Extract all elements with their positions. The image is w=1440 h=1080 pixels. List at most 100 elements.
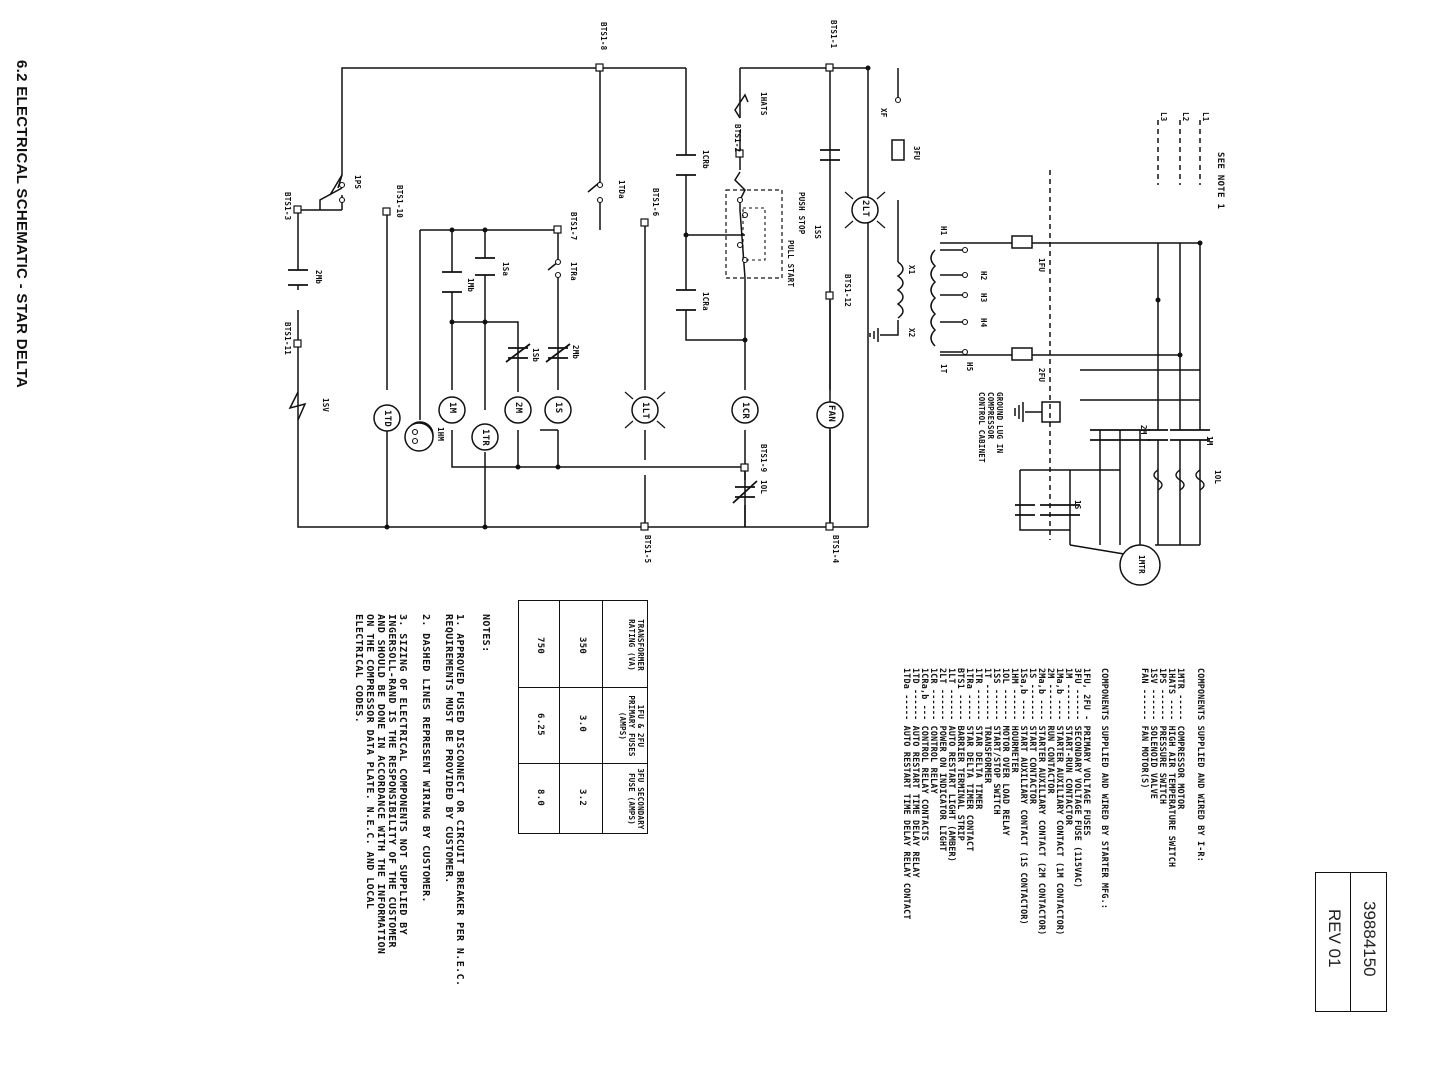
- document-number: 39884150: [1360, 901, 1379, 977]
- label-h4: H4: [979, 318, 988, 328]
- label-h1: H1: [939, 226, 948, 236]
- see-note-label: SEE NOTE 1: [1215, 152, 1225, 210]
- components-starter-item: 1TR ------ STAR DELTA TIMER: [974, 668, 984, 810]
- components-starter-item: 1LT ------ AUTO RESTART LIGHT (AMBER): [947, 668, 957, 862]
- push-stop-label: PUSH STOP: [797, 192, 806, 235]
- label-1crb: 1CRb: [701, 150, 710, 169]
- label-1cra: 1CRa: [701, 292, 710, 311]
- table-cell: 3.0: [577, 715, 587, 733]
- label-1hats: 1HATS: [759, 92, 768, 116]
- label-h5: H5: [965, 362, 974, 372]
- components-starter-item: 1HM ------ HOURMETER: [1010, 668, 1020, 773]
- terminal-bts1-10: BTS1-10: [395, 185, 404, 219]
- ground-lug-line-3: CONTROL CABINET: [977, 392, 986, 463]
- components-ir-item: 1PS ------ PRESSURE SWITCH: [1158, 668, 1168, 805]
- table-cell: 750: [535, 637, 545, 655]
- label-1mtr: 1MTR: [1137, 555, 1146, 574]
- label-l3: L3: [1159, 112, 1168, 122]
- label-1tr: 1TR: [480, 429, 490, 447]
- ground-lug-line-2: COMPRESSOR: [986, 392, 995, 440]
- components-starter-item: 2Ma,b ---- STARTER AUXILIARY CONTACT (2M…: [1037, 668, 1047, 936]
- components-starter-item: 1TDa ----- AUTO RESTART TIME DELAY RELAY…: [902, 668, 912, 920]
- label-1ol-power: 1OL: [1213, 470, 1222, 485]
- label-l2: L2: [1181, 112, 1190, 122]
- ground-lug-line-1: GROUND LUG IN: [995, 392, 1004, 454]
- table-header-primary-fuses: 1FU & 2FU PRIMARY FUSES (AMPS): [618, 695, 645, 757]
- label-1t: 1T: [939, 364, 948, 374]
- terminal-bts1-9: BTS1-9: [759, 444, 768, 473]
- components-starter-item: BTS1 ----- BARRIER TERMINAL STRIP: [956, 668, 966, 841]
- table-cell: 3.2: [577, 789, 587, 807]
- label-1s: 1S: [553, 402, 563, 414]
- revision-label: REV 01: [1325, 909, 1344, 968]
- table-cell: 8.0: [535, 789, 545, 807]
- components-ir-heading: COMPONENTS SUPPLIED AND WIRED BY I-R:: [1196, 668, 1206, 862]
- label-2fu: 2FU: [1037, 368, 1046, 383]
- terminal-bts1-6: BTS1-6: [651, 188, 660, 217]
- terminal-bts1-8: BTS1-8: [599, 22, 608, 51]
- label-1cr: 1CR: [740, 402, 750, 420]
- components-starter-item: 2M ------- RUN CONTACTOR: [1046, 668, 1056, 794]
- components-ir-item: FAN ------ FAN MOTOR(S): [1140, 668, 1150, 789]
- terminal-bts1-11: BTS1-11: [283, 322, 292, 356]
- terminal-bts1-7: BTS1-7: [569, 212, 578, 241]
- terminal-bts1-3: BTS1-3: [283, 192, 292, 221]
- label-1m-contact: 1M: [1205, 436, 1214, 446]
- label-2mb: 2Mb: [571, 345, 580, 360]
- label-l1: L1: [1201, 112, 1210, 122]
- components-ir-item: 1SV ------ SOLENOID VALVE: [1149, 668, 1159, 800]
- terminal-bts1-1: BTS1-1: [829, 20, 838, 49]
- label-1td: 1TD: [382, 410, 392, 428]
- table-cell: 350: [577, 637, 587, 655]
- table-cell: 6.25: [535, 713, 545, 736]
- notes-heading: NOTES:: [480, 614, 491, 653]
- table-header-transformer: TRANSFORMER RATING (VA): [627, 619, 645, 671]
- pull-start-label: PULL START: [786, 240, 795, 288]
- label-1ss: 1SS: [813, 225, 822, 240]
- note-3-line: 3. SIZING OF ELECTRICAL COMPONENTS NOT S…: [397, 614, 408, 936]
- note-3-line: AND SHOULD BE DONE IN ACCORDANCE WITH TH…: [375, 614, 386, 955]
- components-starter-item: 1OL ------ MOTOR OVER LOAD RELAY: [1001, 668, 1011, 836]
- components-starter-item: 1CRa,b --- CONTROL RELAY CONTACTS: [920, 668, 930, 841]
- label-2m-contact: 2M: [1139, 425, 1148, 435]
- components-starter-item: 2LT ------ POWER ON INDICATOR LIGHT: [938, 668, 948, 852]
- label-x1: X1: [907, 265, 916, 275]
- note-3-line: ELECTRICAL CODES.: [353, 614, 364, 724]
- label-1lt: 1LT: [640, 402, 650, 420]
- note-1-line: 1. APPROVED FUSED DISCONNECT OR CIRCUIT …: [454, 614, 465, 987]
- label-3fu: 3FU: [912, 146, 921, 161]
- terminal-bts1-5: BTS1-5: [643, 535, 652, 564]
- terminal-bts1-12: BTS1-12: [843, 274, 852, 308]
- label-h3: H3: [979, 293, 988, 303]
- table-header-secondary-fuse: 3FU SECONDARY FUSE (AMPS): [627, 768, 645, 830]
- label-1tra: 1TRa: [569, 262, 578, 281]
- label-2lt: 2LT: [860, 200, 870, 218]
- components-starter-item: 1SS ------ START/STOP SWITCH: [992, 668, 1002, 815]
- label-xf: XF: [879, 108, 888, 118]
- components-starter-item: 1TD ------ AUTO RESTART TIME DELAY RELAY: [911, 668, 921, 878]
- components-ir-item: 1HATS ---- HIGH AIR TEMPERATURE SWITCH: [1167, 668, 1177, 868]
- transformer-ratings-table: TRANSFORMER RATING (VA) 1FU & 2FU PRIMAR…: [518, 600, 648, 834]
- label-1m: 1M: [447, 402, 457, 414]
- label-2m: 2M: [513, 402, 523, 414]
- components-starter-item: 1M ------- START-RUN CONTACTOR: [1064, 668, 1074, 826]
- label-1mb: 1Mb: [466, 278, 475, 293]
- label-1sa: 1Sa: [501, 262, 510, 277]
- components-starter-item: 1CR ------ CONTROL RELAY: [929, 668, 939, 794]
- label-1ps: 1PS: [353, 175, 362, 190]
- components-starter-item: 1T ------- TRANSFORMER: [983, 668, 993, 784]
- label-1ol-control: 1OL: [759, 480, 768, 495]
- label-x2: X2: [907, 328, 916, 338]
- components-ir-item: 1MTR ----- COMPRESSOR MOTOR: [1176, 668, 1186, 810]
- components-starter-item: 1TRa ----- STAR DELTA TIMER CONTACT: [965, 668, 975, 852]
- components-starter-item: 1S ------- START CONTACTOR: [1028, 668, 1038, 805]
- components-starter-item: 1Ma,b ---- STARTER AUXILIARY CONTACT (1M…: [1055, 668, 1065, 936]
- terminal-bts1-2: BTS1-2: [733, 124, 742, 153]
- note-3-line: INGERSOLL-RAND IS THE RESPONSIBILITY OF …: [386, 614, 397, 948]
- label-2mb-left: 2Mb: [314, 270, 323, 285]
- label-h2: H2: [979, 271, 988, 281]
- note-2-line: 2. DASHED LINES REPRESENT WIRING BY CUST…: [420, 614, 431, 903]
- components-starter-item: 1FU, 2FU - PRIMARY VOLTAGE FUSES: [1082, 668, 1092, 836]
